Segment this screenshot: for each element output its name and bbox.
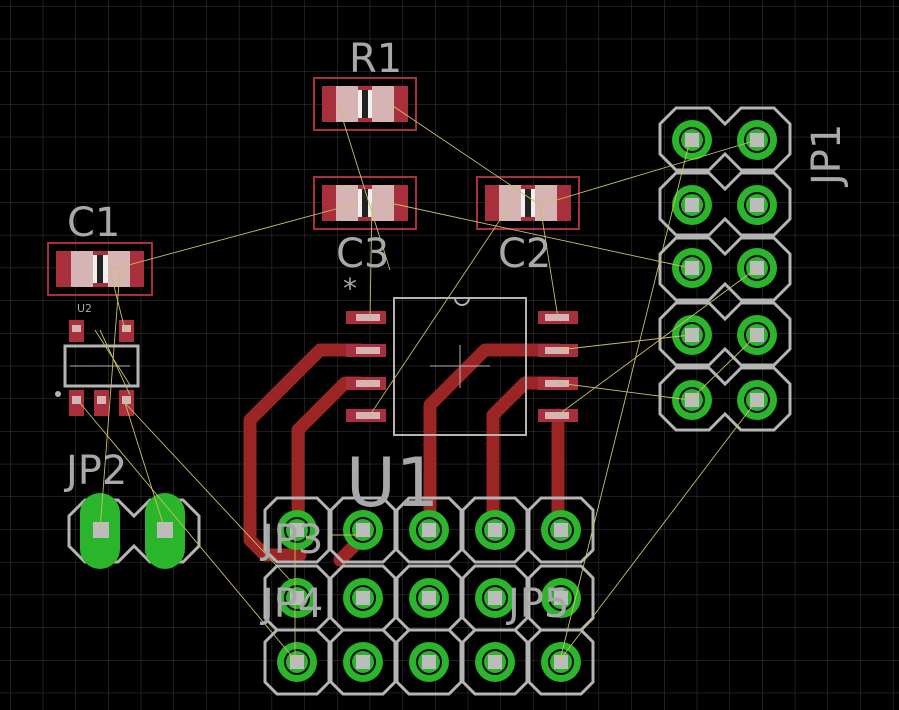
header-pad-r3-c2[interactable]	[343, 642, 383, 682]
u2-ic[interactable]	[55, 320, 140, 416]
jp2-header[interactable]	[67, 493, 201, 569]
c1-label: C1	[67, 200, 120, 246]
header-pad-r1-c4[interactable]	[475, 510, 515, 550]
u1-ic[interactable]	[346, 297, 578, 436]
jp1-pad-4[interactable]	[737, 185, 777, 225]
header-pad-r3-c4[interactable]	[475, 642, 515, 682]
jp1-pad-3[interactable]	[672, 185, 712, 225]
c2-label: C2	[498, 231, 551, 277]
header-pad-r1-c5[interactable]	[541, 510, 581, 550]
trace-3	[423, 343, 565, 537]
u2-label: U2	[77, 302, 92, 315]
header-pad-r2-c1[interactable]	[277, 578, 317, 618]
jp1-pad-5[interactable]	[672, 248, 712, 288]
r1-resistor[interactable]	[313, 77, 417, 131]
header-pad-r3-c3[interactable]	[409, 642, 449, 682]
c3-capacitor[interactable]	[313, 176, 417, 230]
c2-capacitor[interactable]	[476, 176, 580, 230]
airwires	[79, 103, 758, 661]
r1-label: R1	[349, 36, 402, 82]
jp5-label: JP5	[505, 581, 569, 627]
header-pad-r1-c2[interactable]	[343, 510, 383, 550]
jp3-label: JP3	[259, 517, 323, 563]
header-pad-r2-c4[interactable]	[475, 578, 515, 618]
header-pad-r3-c5[interactable]	[541, 642, 581, 682]
jp1-pad-9[interactable]	[672, 380, 712, 420]
jp1-pad-7[interactable]	[672, 315, 712, 355]
header-pad-r1-c3[interactable]	[409, 510, 449, 550]
u1-label: U1	[346, 444, 439, 523]
c3-label: C3	[336, 231, 389, 277]
header-pad-r3-c1[interactable]	[277, 642, 317, 682]
header-pad-r2-c2[interactable]	[343, 578, 383, 618]
jp1-pad-1[interactable]	[672, 120, 712, 160]
jp2-label: JP2	[63, 448, 127, 494]
jp1-label: JP1	[804, 124, 850, 188]
header-pad-r2-c3[interactable]	[409, 578, 449, 618]
jp4-label: JP4	[259, 581, 323, 627]
c1-capacitor[interactable]	[47, 242, 153, 296]
bottom-header-grid[interactable]	[263, 496, 595, 696]
pin1-marker: *	[343, 272, 357, 305]
header-pad-r2-c5[interactable]	[541, 578, 581, 618]
header-pad-r1-c1[interactable]	[277, 510, 317, 550]
